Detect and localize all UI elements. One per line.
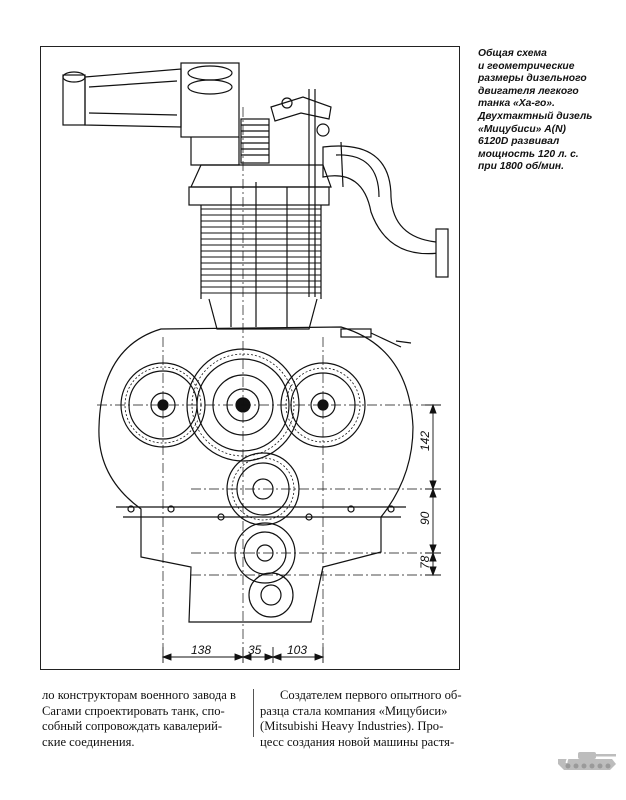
cylinder-block — [188, 164, 332, 330]
text-line: разца стала компания «Мицубиси» — [260, 703, 448, 718]
dim-label-78: 78 — [418, 555, 432, 569]
caption-line: «Мицубиси» А(N) — [478, 123, 566, 135]
text-line: ские соединения. — [42, 734, 135, 749]
text-line: ло конструкторам военного завода в — [42, 688, 236, 702]
caption-line: 6120D развивал — [478, 136, 560, 148]
dim-label-138: 138 — [191, 643, 211, 657]
figure-caption: Общая схема и геометрические размеры диз… — [478, 48, 620, 174]
dim-label-103: 103 — [287, 643, 307, 657]
centerlines — [97, 107, 436, 647]
engine-drawing: 142 90 78 138 35 103 — [62, 62, 449, 663]
caption-line: двигателя легкого — [478, 85, 579, 97]
lower-gear — [234, 522, 296, 618]
caption-line: Двухтактный дизель — [478, 110, 593, 122]
text-line: Создателем первого опытного об- — [280, 688, 462, 702]
text-column-right: Создателем первого опытного об- разца ст… — [260, 688, 468, 750]
text-line: собный сопровождать кавалерий- — [42, 719, 223, 734]
page-number: 7 — [564, 752, 571, 766]
dim-label-35: 35 — [248, 643, 262, 657]
air-intake-pipe — [62, 62, 240, 166]
caption-line: размеры дизельного — [478, 73, 587, 85]
caption-line: при 1800 об/мин. — [478, 161, 565, 173]
vertical-dimensions — [425, 403, 441, 577]
dim-label-142: 142 — [418, 431, 432, 451]
bolts — [127, 328, 412, 521]
dim-label-90: 90 — [418, 511, 432, 525]
crankcase — [98, 326, 414, 623]
page-badge-tank-icon — [558, 752, 616, 770]
exhaust-pipe — [322, 141, 449, 278]
caption-line: танка «Ха-го». — [478, 98, 555, 110]
horizontal-dimensions — [161, 647, 325, 663]
column-divider — [253, 689, 254, 737]
text-column-left: ло конструкторам военного завода в Сагам… — [42, 688, 248, 750]
text-line: цесс создания новой машины растя- — [260, 734, 455, 749]
text-line: (Mitsubishi Heavy Industries). Про- — [260, 719, 444, 734]
caption-line: Общая схема — [478, 48, 547, 59]
caption-line: мощность 120 л. с. — [478, 148, 579, 160]
valve-gear — [240, 89, 332, 297]
text-line: Сагами спроектировать танк, спо- — [42, 703, 225, 718]
figure-frame: 142 90 78 138 35 103 — [40, 46, 460, 670]
caption-line: и геометрические — [478, 60, 575, 72]
